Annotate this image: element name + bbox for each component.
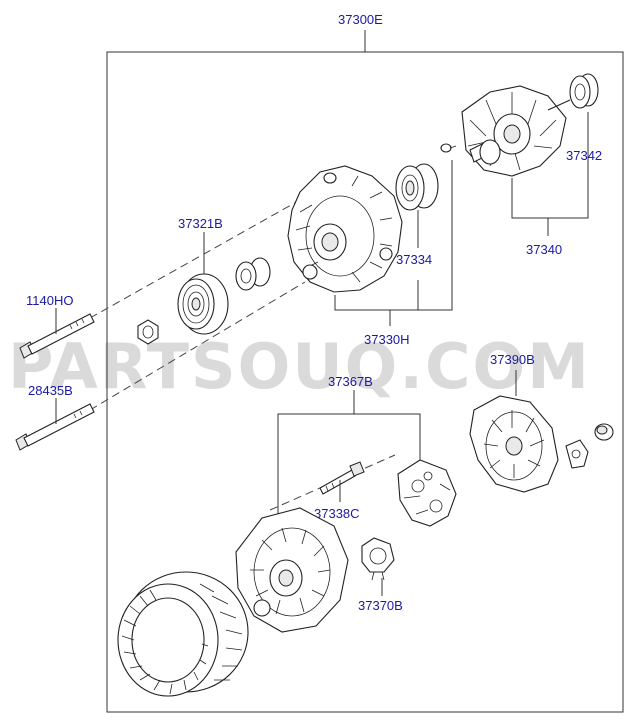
nut-part[interactable] — [137, 319, 159, 345]
label-37334[interactable]: 37334 — [396, 252, 432, 267]
label-37321B[interactable]: 37321B — [178, 216, 223, 231]
front-bracket-part[interactable] — [287, 165, 403, 293]
rear-bracket-part[interactable] — [235, 507, 349, 633]
label-37390B[interactable]: 37390B — [490, 352, 535, 367]
watermark: PARTSOUQ.COM — [8, 330, 591, 403]
regulator-part[interactable] — [361, 537, 395, 581]
label-28435B[interactable]: 28435B — [28, 383, 73, 398]
through-bolt-part[interactable] — [319, 461, 365, 495]
pulley-part[interactable] — [177, 273, 229, 335]
label-37342[interactable]: 37342 — [566, 148, 602, 163]
rotor-part[interactable] — [461, 85, 571, 177]
rear-cover-part[interactable] — [469, 395, 559, 493]
rectifier-part[interactable] — [397, 459, 457, 527]
front-bearing-part[interactable] — [395, 163, 439, 211]
align-line-lower — [89, 281, 306, 411]
leader-37340 — [511, 112, 589, 219]
label-37367B[interactable]: 37367B — [328, 374, 373, 389]
label-37300E[interactable]: 37300E — [338, 12, 383, 27]
bolt-short-part[interactable] — [15, 403, 95, 451]
bolt-long-part[interactable] — [19, 313, 95, 359]
leader-37367B — [277, 413, 421, 530]
terminal-part[interactable] — [565, 423, 614, 469]
rear-bearing-part[interactable] — [569, 73, 599, 109]
label-37370B[interactable]: 37370B — [358, 598, 403, 613]
label-1140HO[interactable]: 1140HO — [26, 293, 73, 308]
screw-part[interactable] — [440, 143, 457, 153]
spacer-part[interactable] — [235, 257, 271, 291]
align-line-upper — [89, 199, 301, 319]
leader-37330H — [334, 160, 453, 311]
label-37340[interactable]: 37340 — [526, 242, 562, 257]
stator-part[interactable] — [117, 571, 249, 697]
label-37338C[interactable]: 37338C — [314, 506, 360, 521]
label-37330H[interactable]: 37330H — [364, 332, 410, 347]
